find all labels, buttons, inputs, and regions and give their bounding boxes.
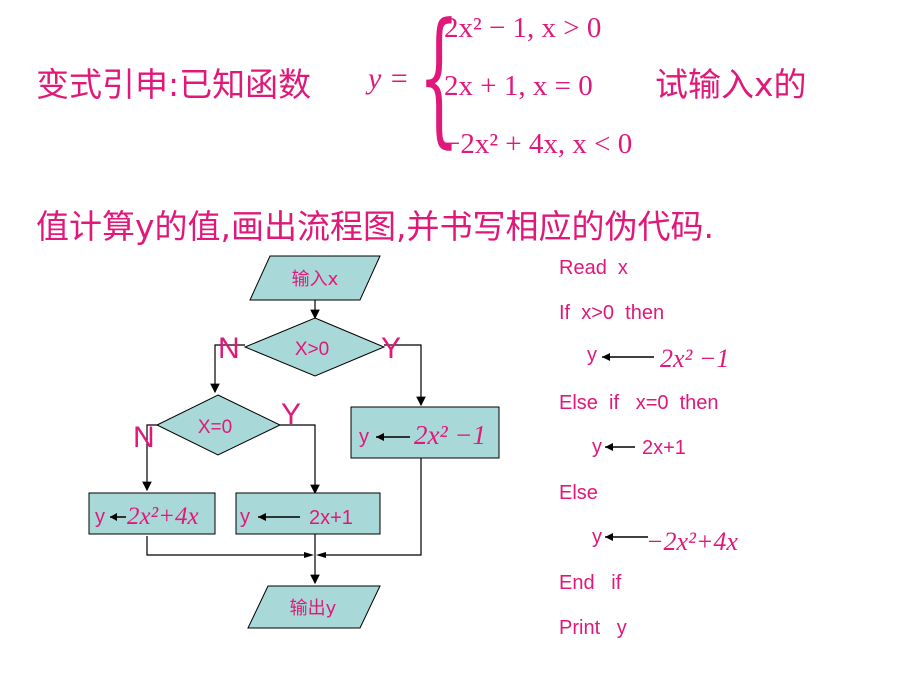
decision-x-zero-label: X=0 bbox=[198, 417, 232, 438]
pseudocode-line-elseif: Else if x=0 then bbox=[559, 392, 719, 414]
input-label: 输入x bbox=[292, 269, 339, 290]
box-zero bbox=[235, 492, 381, 535]
pseudocode-expr-zero: 2x+1 bbox=[642, 437, 686, 459]
case-positive: 2x² − 1, x > 0 bbox=[444, 12, 602, 44]
no-label-1: N bbox=[218, 332, 240, 365]
pseudocode-expr-negative: −2x²+4x bbox=[646, 527, 738, 556]
pseudocode-line-assign-positive: y bbox=[587, 344, 597, 366]
piecewise-brace: { bbox=[418, 0, 460, 162]
box-zero-expr: 2x+1 bbox=[309, 507, 353, 529]
pseudocode-line-else: Else bbox=[559, 482, 598, 504]
decision-x-positive bbox=[243, 317, 386, 377]
case-negative: −2x² + 4x, x < 0 bbox=[444, 128, 633, 160]
output-label: 输出y bbox=[290, 598, 337, 619]
connectors bbox=[142, 300, 426, 585]
box-positive-var: y bbox=[359, 426, 369, 448]
pseudocode-expr-positive: 2x² −1 bbox=[660, 344, 729, 373]
decision-x-zero bbox=[155, 394, 282, 456]
box-positive bbox=[350, 406, 500, 459]
case-zero: 2x + 1, x = 0 bbox=[444, 70, 593, 102]
heading-line1-suffix: 试输入x的 bbox=[655, 65, 807, 104]
heading-line2: 值计算y的值,画出流程图,并书写相应的伪代码. bbox=[36, 207, 714, 246]
box-negative-var: y bbox=[95, 506, 105, 528]
pseudocode-line-assign-negative: y bbox=[592, 526, 602, 548]
pseudocode-line-read: Read x bbox=[559, 257, 628, 279]
pseudocode-line-assign-zero: y bbox=[592, 436, 602, 458]
pseudocode-line-if: If x>0 then bbox=[559, 302, 665, 324]
decision-x-positive-label: X>0 bbox=[295, 339, 329, 360]
function-variable: y = bbox=[368, 62, 410, 95]
pseudocode-line-print: Print y bbox=[559, 617, 627, 639]
output-shape bbox=[247, 585, 381, 629]
yes-label-1: Y bbox=[381, 332, 401, 365]
box-negative bbox=[88, 492, 216, 535]
box-negative-expr: 2x²+4x bbox=[127, 503, 199, 530]
box-zero-var: y bbox=[240, 506, 250, 528]
pseudocode-line-endif: End if bbox=[559, 572, 622, 594]
yes-label-2: Y bbox=[281, 398, 301, 431]
no-label-2: N bbox=[133, 421, 155, 454]
input-shape bbox=[249, 255, 381, 301]
box-positive-expr: 2x² −1 bbox=[414, 420, 486, 450]
heading-line1-prefix: 变式引申:已知函数 bbox=[36, 65, 312, 104]
